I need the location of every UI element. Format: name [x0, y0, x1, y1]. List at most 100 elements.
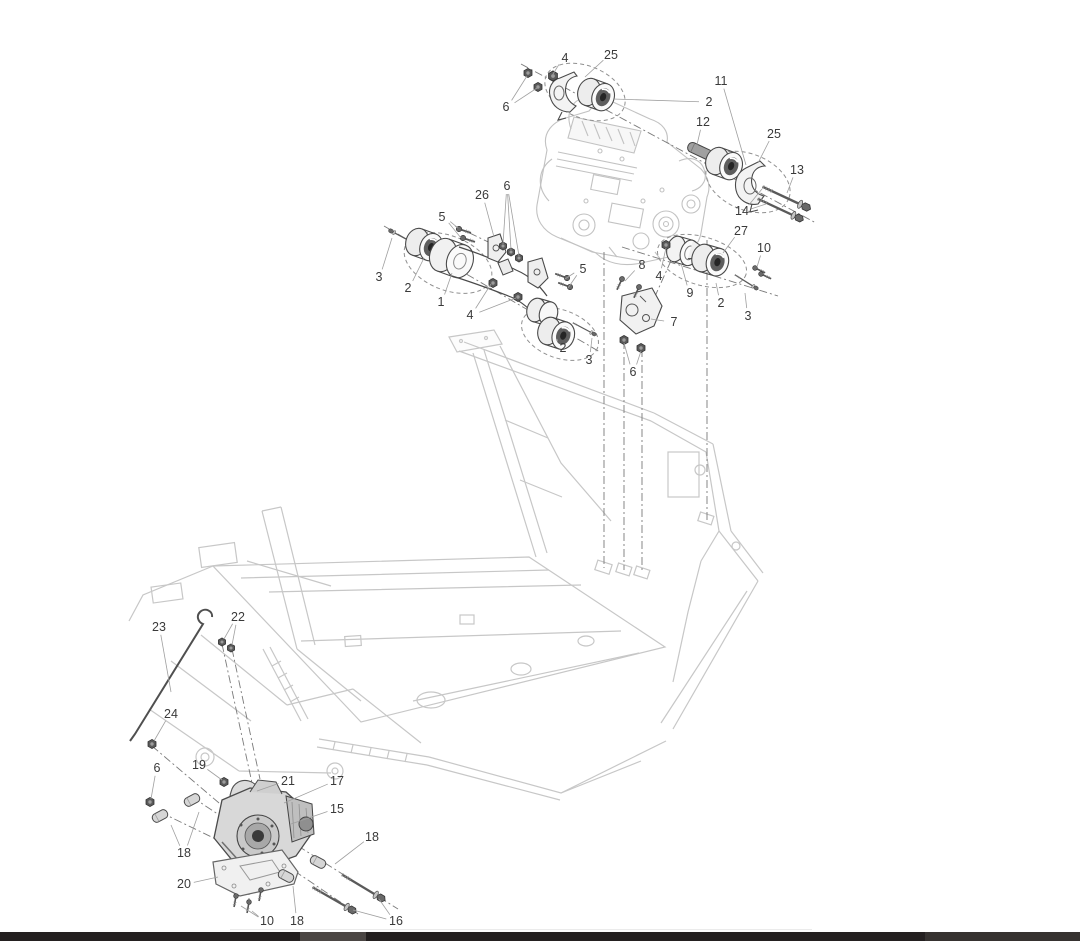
- leader-line: [475, 283, 492, 309]
- part-callout-4: 11: [715, 74, 728, 88]
- part-callout-15: 4: [656, 269, 663, 283]
- leader-line: [751, 203, 767, 210]
- part-callout-1: 4: [562, 51, 569, 65]
- leader-line: [715, 282, 719, 296]
- part-callout-7: 25: [767, 127, 781, 141]
- part-callout-5: 2: [706, 95, 713, 109]
- part-callout-29: 23: [152, 620, 166, 634]
- leader-line: [624, 270, 636, 282]
- part-callout-41: 16: [389, 914, 403, 928]
- leader-line: [584, 59, 604, 78]
- leader-line: [484, 202, 495, 238]
- part-callout-12: 2: [718, 296, 725, 310]
- part-callout-33: 19: [192, 758, 206, 772]
- leader-line: [552, 64, 560, 75]
- leader-line: [756, 255, 761, 268]
- part-callout-19: 5: [439, 210, 446, 224]
- part-callout-35: 17: [330, 774, 344, 788]
- part-callout-14: 9: [687, 286, 694, 300]
- leader-line: [502, 193, 507, 245]
- mount-bolt: [732, 272, 761, 292]
- part-callout-38: 20: [177, 877, 191, 891]
- chassis-frame-illustration: [128, 329, 764, 801]
- long-bolt: [338, 869, 389, 906]
- front-mount-assembly: [386, 224, 598, 354]
- part-callout-8: 13: [790, 163, 804, 177]
- part-callout-37: 18: [177, 846, 191, 860]
- part-callout-13: 3: [745, 309, 752, 323]
- engine-bracket: [619, 287, 663, 335]
- engine-mount-bushing: [572, 74, 620, 115]
- leader-line: [170, 824, 181, 846]
- part-callout-39: 10: [260, 914, 274, 928]
- leader-line: [150, 775, 156, 800]
- leader-lines-layer: [150, 59, 794, 920]
- leader-line: [449, 221, 459, 229]
- leader-line: [514, 87, 538, 104]
- taskbar-segment[interactable]: [300, 932, 366, 941]
- part-callout-42: 18: [365, 830, 379, 844]
- leader-line: [251, 910, 259, 917]
- leader-line: [160, 634, 172, 693]
- leader-line: [636, 350, 642, 365]
- part-callout-3: 6: [503, 100, 510, 114]
- leader-line: [479, 297, 517, 313]
- leader-line: [612, 98, 700, 103]
- leader-line: [378, 898, 391, 915]
- leader-line: [153, 720, 167, 742]
- leader-line: [290, 811, 328, 825]
- long-bolt: [309, 882, 360, 918]
- part-callout-31: 24: [164, 707, 178, 721]
- tube-bracket: [527, 257, 549, 289]
- skid-plate: [212, 849, 299, 897]
- leader-line: [352, 909, 387, 920]
- leader-line: [511, 75, 528, 101]
- mount-bolt: [759, 181, 814, 215]
- leader-line: [412, 257, 425, 282]
- leader-line: [661, 247, 667, 269]
- part-callout-28: 3: [586, 353, 593, 367]
- part-callout-27: 2: [560, 341, 567, 355]
- part-callout-6: 12: [696, 115, 710, 129]
- leader-line: [256, 783, 279, 792]
- leader-line: [722, 236, 735, 254]
- part-callout-25: 4: [467, 308, 474, 322]
- leader-line: [744, 292, 748, 309]
- taskbar-segment[interactable]: [925, 932, 1080, 941]
- differential-assembly: [129, 608, 389, 918]
- mount-bracket: [548, 71, 578, 113]
- part-callout-18: 6: [630, 365, 637, 379]
- leader-line: [567, 275, 578, 289]
- mount-bolt: [754, 193, 807, 225]
- leader-line: [748, 188, 763, 206]
- leader-line: [223, 623, 233, 640]
- leader-line: [589, 337, 593, 353]
- leader-line: [207, 769, 223, 781]
- leader-line: [448, 222, 462, 239]
- part-callout-30: 22: [231, 610, 245, 624]
- leader-line: [723, 88, 747, 166]
- part-callout-10: 27: [734, 224, 748, 238]
- part-callout-9: 14: [735, 204, 749, 218]
- part-callout-32: 6: [154, 761, 161, 775]
- part-callout-34: 21: [281, 774, 295, 788]
- leader-line: [334, 841, 365, 865]
- stay-rod: [129, 608, 214, 742]
- leader-line: [187, 811, 200, 846]
- leader-line: [231, 624, 237, 646]
- part-callout-36: 15: [330, 802, 344, 816]
- leader-line: [695, 129, 701, 150]
- tube-bracket: [487, 233, 507, 263]
- part-callout-24: 1: [438, 295, 445, 309]
- taskbar[interactable]: [0, 932, 1080, 941]
- leader-line: [507, 193, 512, 251]
- part-callout-11: 10: [757, 241, 771, 255]
- part-callout-21: 6: [504, 179, 511, 193]
- leader-line: [193, 876, 219, 883]
- part-callout-20: 26: [475, 188, 489, 202]
- mount-bracket: [734, 160, 767, 205]
- leader-line: [283, 783, 328, 804]
